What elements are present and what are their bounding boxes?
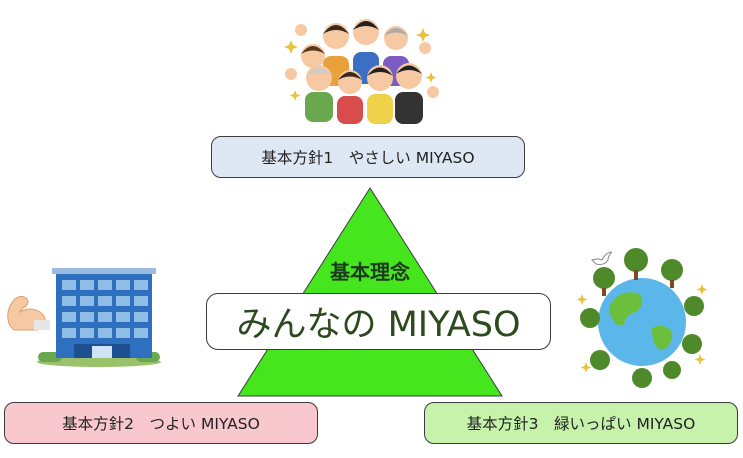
- flexed-arm-icon: [7, 295, 50, 331]
- philosophy-heading: 基本理念: [330, 260, 410, 284]
- policy-3-box: 基本方針3 緑いっぱい MIYASO: [424, 402, 738, 444]
- office-building-illustration: [37, 268, 161, 367]
- policy-3-label: 基本方針3 緑いっぱい MIYASO: [466, 415, 696, 433]
- philosophy-name: みんなの MIYASO: [236, 305, 521, 345]
- policy-1-label: 基本方針1 やさしい MIYASO: [261, 149, 475, 167]
- philosophy-name-box: みんなの MIYASO: [206, 293, 551, 350]
- policy-1-box: 基本方針1 やさしい MIYASO: [211, 136, 525, 178]
- policy-2-box: 基本方針2 つよい MIYASO: [4, 402, 318, 444]
- philosophy-triangle: [237, 187, 503, 397]
- crowd-illustration: [284, 19, 439, 124]
- dove-icon: [591, 251, 612, 265]
- policy-2-label: 基本方針2 つよい MIYASO: [62, 415, 260, 433]
- earth-trees-illustration: [576, 248, 708, 388]
